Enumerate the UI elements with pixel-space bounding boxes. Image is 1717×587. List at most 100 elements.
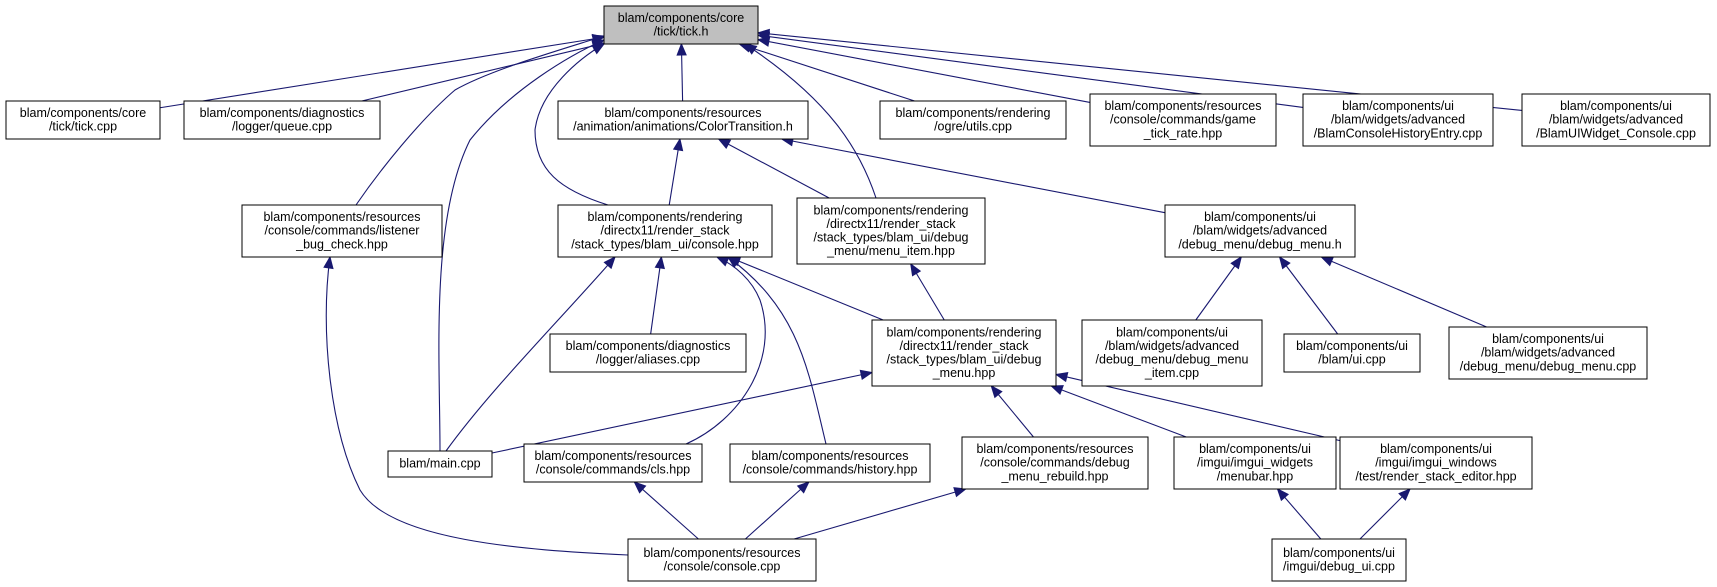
edge-rs-console-hpp-to-colortransition-h-arrowhead xyxy=(672,137,684,152)
node-label-line: _menu/menu_item.hpp xyxy=(826,244,955,258)
node-render-stack-editor-hpp[interactable]: blam/components/ui/imgui/imgui_windows/t… xyxy=(1339,436,1533,490)
node-box xyxy=(1173,436,1337,490)
node-box xyxy=(5,100,161,140)
node-label-line: /blam/widgets/advanced xyxy=(1481,346,1615,360)
edge-cls-hpp-to-rs-console-hpp xyxy=(685,256,766,445)
edge-tick-cpp-to-tick-h xyxy=(159,36,605,109)
node-game-tick-rate-hpp[interactable]: blam/components/resources/console/comman… xyxy=(1089,93,1277,147)
edge-debug-menu-item-cpp-to-debug-menu-h-arrowhead xyxy=(1230,255,1243,270)
node-box xyxy=(1164,204,1356,258)
node-label-line: blam/components/ui xyxy=(1342,99,1454,113)
node-ui-cpp[interactable]: blam/components/ui/blam/ui.cpp xyxy=(1283,333,1421,373)
node-box xyxy=(241,204,443,258)
node-label-line: blam/components/ui xyxy=(1296,339,1408,353)
node-tick-cpp[interactable]: blam/components/core/tick/tick.cpp xyxy=(5,100,161,140)
node-label-line: blam/main.cpp xyxy=(399,457,480,471)
edge-ui-cpp-to-debug-menu-h xyxy=(1279,256,1339,335)
edge-console-cpp-to-cls-hpp-arrowhead xyxy=(633,481,647,494)
node-menubar-hpp[interactable]: blam/components/ui/imgui/imgui_widgets/m… xyxy=(1173,436,1337,490)
node-history-hpp[interactable]: blam/components/resources/console/comman… xyxy=(729,443,931,483)
node-queue-cpp[interactable]: blam/components/diagnostics/logger/queue… xyxy=(183,100,381,140)
node-label-line: blam/components/diagnostics xyxy=(200,106,365,120)
node-box xyxy=(1448,326,1648,380)
edge-debug-menu-h-to-colortransition-h xyxy=(781,138,1166,214)
node-label-line: _bug_check.hpp xyxy=(295,237,388,251)
graph-nodes: blam/components/core/tick/tick.h blam/com… xyxy=(5,5,1711,582)
node-rs-debug-menu-hpp[interactable]: blam/components/rendering/directx11/rend… xyxy=(871,319,1057,387)
node-debug-menu-cpp[interactable]: blam/components/ui/blam/widgets/advanced… xyxy=(1448,326,1648,380)
node-box xyxy=(557,204,773,258)
node-label-line: _menu.hpp xyxy=(932,366,996,380)
edge-uiwidget-console-cpp-to-tick-h-arrowhead xyxy=(756,28,770,40)
node-box xyxy=(557,100,809,140)
edge-debug-ui-cpp-to-render-stack-editor-hpp-arrowhead xyxy=(1398,488,1411,501)
node-box xyxy=(627,538,817,582)
edge-main-cpp-to-rs-debug-menu-hpp xyxy=(491,371,873,454)
node-label-line: /menubar.hpp xyxy=(1217,469,1293,483)
edge-ogre-utils-cpp-to-tick-h xyxy=(739,43,915,102)
node-box xyxy=(879,100,1067,140)
edge-menubar-hpp-to-rs-debug-menu-hpp-arrowhead xyxy=(1050,385,1064,395)
edge-rs-debug-menu-hpp-to-menu-item-hpp-arrowhead xyxy=(910,262,922,277)
node-label-line: blam/components/resources xyxy=(976,442,1133,456)
node-label-line: /directx11/render_stack xyxy=(900,339,1030,353)
node-uiwidget-console-cpp[interactable]: blam/components/ui/blam/widgets/advanced… xyxy=(1521,93,1711,147)
node-label-line: /imgui/imgui_windows xyxy=(1375,456,1497,470)
node-label-line: _item.cpp xyxy=(1144,366,1199,380)
node-historyentry-cpp[interactable]: blam/components/ui/blam/widgets/advanced… xyxy=(1302,93,1494,147)
node-label-line: blam/components/resources xyxy=(643,546,800,560)
node-label-line: /blam/widgets/advanced xyxy=(1549,113,1683,127)
node-box xyxy=(796,197,986,265)
node-label-line: blam/components/resources xyxy=(534,449,691,463)
node-label-line: /console/commands/history.hpp xyxy=(743,463,918,477)
node-debug-menu-h[interactable]: blam/components/ui/blam/widgets/advanced… xyxy=(1164,204,1356,258)
node-label-line: /imgui/debug_ui.cpp xyxy=(1283,560,1395,574)
node-main-cpp[interactable]: blam/main.cpp xyxy=(387,450,493,478)
node-debug-menu-rebuild-hpp[interactable]: blam/components/resources/console/comman… xyxy=(961,436,1149,490)
node-box xyxy=(549,333,747,373)
node-label-line: /stack_types/blam_ui/debug xyxy=(887,353,1042,367)
node-listener-bug-check-hpp[interactable]: blam/components/resources/console/comman… xyxy=(241,204,443,258)
node-label-line: blam/components/ui xyxy=(1199,442,1311,456)
node-label-line: /blam/ui.cpp xyxy=(1318,353,1385,367)
node-box xyxy=(603,5,759,45)
node-debug-ui-cpp[interactable]: blam/components/ui/imgui/debug_ui.cpp xyxy=(1271,538,1407,582)
edge-queue-cpp-to-tick-h xyxy=(361,42,605,102)
node-label-line: blam/components/ui xyxy=(1560,99,1672,113)
node-menu-item-hpp[interactable]: blam/components/rendering/directx11/rend… xyxy=(796,197,986,265)
node-box xyxy=(1089,93,1277,147)
edge-menubar-hpp-to-rs-debug-menu-hpp xyxy=(1051,385,1187,438)
node-ogre-utils-cpp[interactable]: blam/components/rendering/ogre/utils.cpp xyxy=(879,100,1067,140)
node-label-line: blam/components/ui xyxy=(1283,546,1395,560)
node-label-line: /tick/tick.h xyxy=(654,25,709,39)
graph-edges xyxy=(159,28,1523,556)
node-tick-h[interactable]: blam/components/core/tick/tick.h xyxy=(603,5,759,45)
edge-rs-debug-menu-hpp-to-rs-console-hpp xyxy=(728,256,884,321)
node-cls-hpp[interactable]: blam/components/resources/console/comman… xyxy=(523,443,703,483)
node-label-line: /blam/widgets/advanced xyxy=(1193,224,1327,238)
node-console-cpp[interactable]: blam/components/resources/console/consol… xyxy=(627,538,817,582)
node-box xyxy=(1302,93,1494,147)
node-label-line: blam/components/ui xyxy=(1116,325,1228,339)
node-debug-menu-item-cpp[interactable]: blam/components/ui/blam/widgets/advanced… xyxy=(1081,319,1263,387)
node-label-line: blam/components/resources xyxy=(604,106,761,120)
edge-game-tick-rate-hpp-to-tick-h xyxy=(757,39,1091,103)
node-label-line: blam/components/resources xyxy=(263,210,420,224)
edge-console-cpp-to-debug-menu-rebuild-hpp-arrowhead xyxy=(953,487,968,498)
edge-listener-bug-check-hpp-to-tick-h xyxy=(355,35,605,206)
node-box xyxy=(387,450,493,478)
edge-main-cpp-to-rs-console-hpp xyxy=(445,256,616,452)
node-colortransition-h[interactable]: blam/components/resources/animation/anim… xyxy=(557,100,809,140)
node-label-line: blam/components/rendering xyxy=(887,325,1042,339)
node-label-line: /console/commands/debug xyxy=(980,456,1129,470)
edge-debug-menu-rebuild-hpp-to-rs-debug-menu-hpp-arrowhead xyxy=(990,384,1003,399)
edge-cls-hpp-to-rs-console-hpp-arrowhead xyxy=(715,256,730,267)
node-label-line: blam/components/ui xyxy=(1380,442,1492,456)
node-aliases-cpp[interactable]: blam/components/diagnostics/logger/alias… xyxy=(549,333,747,373)
node-label-line: /debug_menu/debug_menu.cpp xyxy=(1460,359,1637,373)
node-label-line: /BlamConsoleHistoryEntry.cpp xyxy=(1314,126,1483,140)
node-label-line: /test/render_stack_editor.hpp xyxy=(1355,469,1516,483)
node-rs-console-hpp[interactable]: blam/components/rendering/directx11/rend… xyxy=(557,204,773,258)
edge-main-cpp-to-rs-debug-menu-hpp-arrowhead xyxy=(859,369,874,381)
node-label-line: /imgui/imgui_widgets xyxy=(1197,456,1313,470)
